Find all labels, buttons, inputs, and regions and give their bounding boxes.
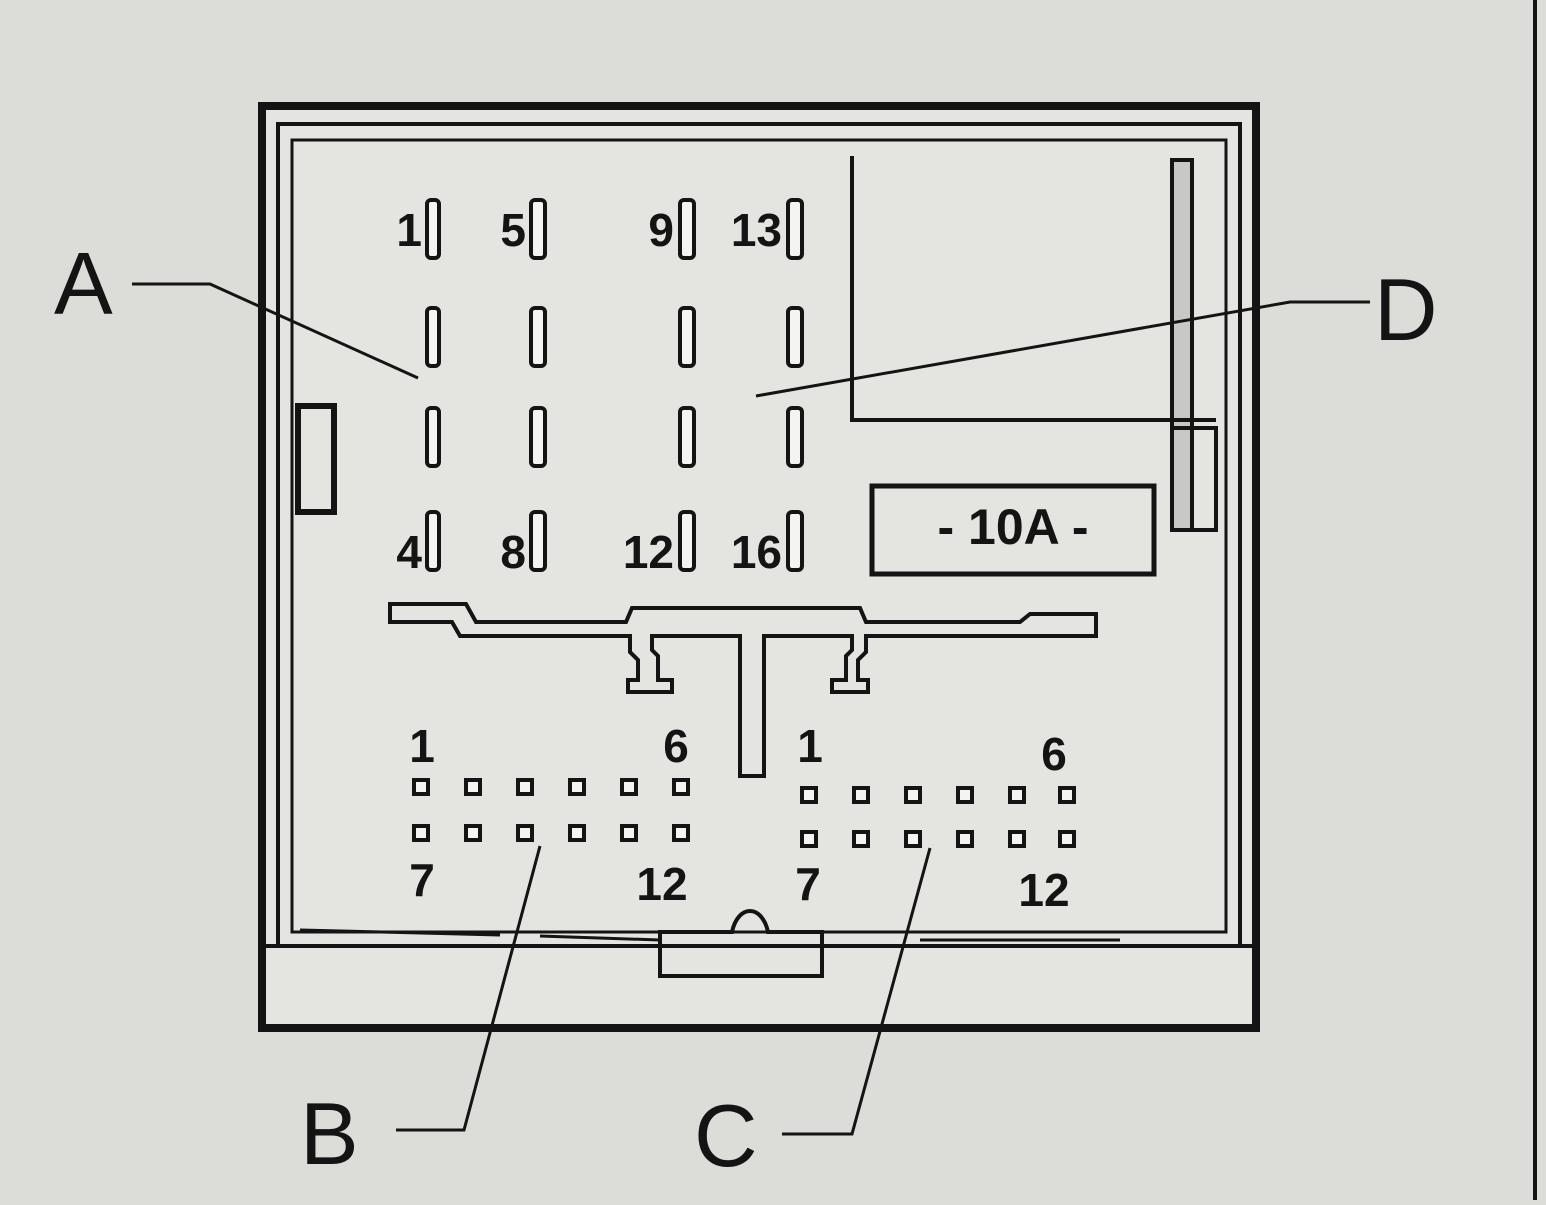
pin-hole xyxy=(568,778,586,796)
small-connector-b: 1 6 7 12 xyxy=(409,720,690,910)
connector-c-pins xyxy=(800,786,1076,848)
fuse-rating-label: - 10A - xyxy=(938,499,1089,555)
pin-hole xyxy=(956,830,974,848)
fuse-section: - 10A - xyxy=(850,156,1216,577)
pin-slot xyxy=(786,306,804,368)
connector-b-label-6: 6 xyxy=(663,720,689,772)
pin-label-8: 8 xyxy=(500,526,526,578)
pin-hole xyxy=(568,824,586,842)
connector-b-label-12: 12 xyxy=(636,858,687,910)
connector-housing xyxy=(258,102,1260,1032)
leader-line-a xyxy=(132,282,419,380)
pin-slot xyxy=(529,510,547,572)
pin-hole xyxy=(464,778,482,796)
pin-hole xyxy=(852,786,870,804)
pin-slot xyxy=(529,198,547,260)
pin-slot xyxy=(786,406,804,468)
pin-hole xyxy=(904,830,922,848)
connector-b-pins xyxy=(412,778,690,842)
pin-hole xyxy=(412,824,430,842)
pin-hole xyxy=(1058,786,1076,804)
pin-slot xyxy=(786,510,804,572)
pin-slot xyxy=(425,198,441,260)
leader-line-d xyxy=(755,300,1370,398)
pin-hole xyxy=(1008,830,1026,848)
connector-c-label-12: 12 xyxy=(1018,864,1069,916)
large-connector-a: 1 5 9 13 4 8 12 16 xyxy=(396,198,804,578)
pin-hole xyxy=(620,778,638,796)
pin-hole xyxy=(1008,786,1026,804)
pin-hole xyxy=(464,824,482,842)
leader-line-b xyxy=(396,845,542,1132)
connector-c-label-1: 1 xyxy=(797,720,823,772)
callout-b: B xyxy=(300,1084,359,1183)
lip-edge-mid xyxy=(539,934,661,942)
pin-hole xyxy=(412,778,430,796)
housing-cavity xyxy=(290,138,1228,934)
pin-slot xyxy=(425,306,441,368)
callout-leaders xyxy=(132,282,1370,1136)
pin-hole xyxy=(516,824,534,842)
pin-slot xyxy=(678,510,696,572)
pin-slot xyxy=(678,198,696,260)
pin-slot xyxy=(529,306,547,368)
pin-hole xyxy=(904,786,922,804)
pin-label-9: 9 xyxy=(648,204,674,256)
pin-slot xyxy=(678,406,696,468)
callout-c: C xyxy=(694,1086,758,1185)
pin-label-16: 16 xyxy=(731,526,782,578)
connector-c-label-6: 6 xyxy=(1041,728,1067,780)
pin-hole xyxy=(620,824,638,842)
connector-c-label-7: 7 xyxy=(795,858,821,910)
pin-label-5: 5 xyxy=(500,204,526,256)
right-rail xyxy=(1170,158,1194,532)
right-rail-clip xyxy=(1170,426,1218,532)
pin-hole xyxy=(956,786,974,804)
fuse-section-border xyxy=(850,156,1216,422)
left-side-clip xyxy=(295,403,337,515)
pin-label-13: 13 xyxy=(731,204,782,256)
leader-line-c xyxy=(782,847,932,1136)
pin-label-1: 1 xyxy=(396,204,422,256)
callout-d: D xyxy=(1374,260,1438,359)
pin-hole xyxy=(672,778,690,796)
pin-slot xyxy=(786,198,804,260)
pin-slot xyxy=(425,406,441,468)
pin-hole xyxy=(800,786,818,804)
pin-label-12: 12 xyxy=(623,526,674,578)
pin-hole xyxy=(672,824,690,842)
pin-slot xyxy=(529,406,547,468)
bottom-latch xyxy=(658,909,824,978)
pin-label-4: 4 xyxy=(396,526,422,578)
connector-b-label-7: 7 xyxy=(409,854,435,906)
pin-hole xyxy=(1058,830,1076,848)
fuse-label-box xyxy=(869,483,1157,577)
connector-b-label-1: 1 xyxy=(409,720,435,772)
lip-edge-left xyxy=(299,928,501,937)
pin-hole xyxy=(852,830,870,848)
pin-slot xyxy=(678,306,696,368)
large-pin-slots xyxy=(425,198,804,572)
small-connector-c: 1 6 7 12 xyxy=(795,720,1076,916)
pin-slot xyxy=(425,510,441,572)
divider-rail xyxy=(388,602,1098,778)
pin-hole xyxy=(800,830,818,848)
pin-hole xyxy=(516,778,534,796)
callout-a: A xyxy=(54,234,113,333)
divider-rail-shape xyxy=(388,602,1098,778)
